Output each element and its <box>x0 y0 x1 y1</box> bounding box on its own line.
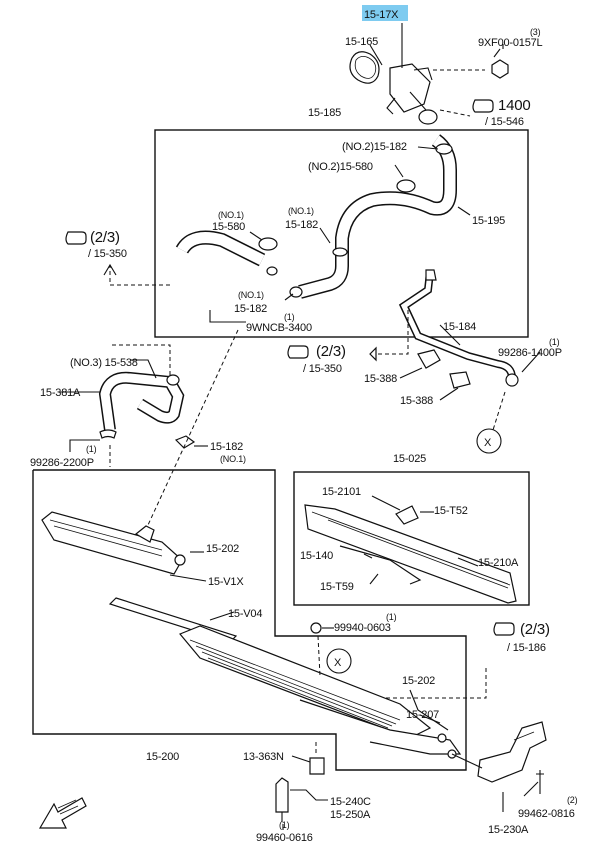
label-15-2101[interactable]: 15-2101 <box>322 486 361 498</box>
label-15-185[interactable]: 15-185 <box>308 107 341 119</box>
hand-pointer-icon <box>472 99 494 113</box>
overflow-hose <box>98 371 185 439</box>
label-15-182-a[interactable]: 15-182 <box>285 219 318 231</box>
fan-shroud-box <box>293 471 530 606</box>
label-15-195[interactable]: 15-195 <box>472 215 505 227</box>
label-no1-b: (NO.1) <box>288 206 314 216</box>
label-15-140[interactable]: 15-140 <box>300 550 333 562</box>
label-15-165[interactable]: 15-165 <box>345 36 378 48</box>
label-15-250a[interactable]: 15-250A <box>330 809 371 821</box>
qty-99460: (1) <box>279 820 290 830</box>
label-15-200[interactable]: 15-200 <box>146 751 179 763</box>
label-15-230a[interactable]: 15-230A <box>488 824 529 836</box>
qty-99940: (1) <box>386 612 397 622</box>
label-15-381a[interactable]: 15-381A <box>40 387 81 399</box>
label-15-v1x[interactable]: 15-V1X <box>208 576 245 588</box>
label-no1-d: (NO.1) <box>220 454 246 464</box>
fan-shroud <box>304 504 517 604</box>
label-no2-15-182[interactable]: (NO.2)15-182 <box>342 141 407 153</box>
label-15-025[interactable]: 15-025 <box>393 453 426 465</box>
label-15-184[interactable]: 15-184 <box>443 321 476 333</box>
label-15-v04[interactable]: 15-V04 <box>228 608 263 620</box>
ref-x-circle-top <box>476 428 502 454</box>
bracket-230a <box>477 721 547 794</box>
label-2-3-low[interactable]: (2/3) <box>520 621 550 638</box>
label-1400[interactable]: 1400 <box>498 97 531 114</box>
label-15-210a[interactable]: 15-210A <box>478 557 519 569</box>
front-arrow-icon <box>38 797 87 829</box>
radiator-tank <box>41 511 186 575</box>
hand-pointer-icon <box>287 345 309 359</box>
hand-pointer-icon <box>493 622 515 636</box>
label-15-207[interactable]: 15-207 <box>406 709 439 721</box>
label-15-350-top[interactable]: / 15-350 <box>88 248 127 260</box>
label-9wncb-3400[interactable]: 9WNCB-3400 <box>246 322 312 334</box>
label-15-388-b[interactable]: 15-388 <box>400 395 433 407</box>
label-15-240c[interactable]: 15-240C <box>330 796 371 808</box>
qty-99286-2200: (1) <box>86 444 97 454</box>
label-15-182-b[interactable]: 15-182 <box>234 303 267 315</box>
label-15-388-a[interactable]: 15-388 <box>364 373 397 385</box>
label-15-202-a[interactable]: 15-202 <box>206 543 239 555</box>
label-99940-0603[interactable]: 99940-0603 <box>334 622 391 634</box>
label-no3-15-538[interactable]: (NO.3) 15-538 <box>70 357 138 369</box>
label-15-186[interactable]: / 15-186 <box>507 642 546 654</box>
radiator-group-box <box>32 469 467 771</box>
bolt-part <box>310 622 322 634</box>
label-9xf00[interactable]: 9XF00-0157L <box>478 37 543 49</box>
label-99460-0616[interactable]: 99460-0616 <box>256 832 313 844</box>
label-15-t59[interactable]: 15-T59 <box>320 581 354 593</box>
label-15-17x[interactable]: 15-17X <box>364 9 399 21</box>
label-15-350-mid[interactable]: / 15-350 <box>303 363 342 375</box>
drain-plug <box>309 757 325 775</box>
label-no1-a: (NO.1) <box>218 210 244 220</box>
hand-pointer-icon <box>65 231 87 245</box>
hose-group-box <box>154 129 529 338</box>
label-no2-15-580[interactable]: (NO.2)15-580 <box>308 161 373 173</box>
label-99286-1400p[interactable]: 99286-1400P <box>498 347 562 359</box>
label-15-t52[interactable]: 15-T52 <box>434 505 468 517</box>
clip-part <box>174 435 196 449</box>
highlight-rect <box>362 5 408 21</box>
bolt-icon <box>491 48 509 79</box>
label-no1-c: (NO.1) <box>238 290 264 300</box>
qty-9xf00: (3) <box>530 27 541 37</box>
label-2-3-mid[interactable]: (2/3) <box>316 343 346 360</box>
bracket-240c <box>275 777 289 822</box>
label-x-low[interactable]: X <box>334 657 342 669</box>
label-13-363n[interactable]: 13-363N <box>243 751 284 763</box>
label-15-546[interactable]: / 15-546 <box>485 116 524 128</box>
qty-9wncb: (1) <box>284 312 295 322</box>
label-x-top[interactable]: X <box>484 437 492 449</box>
thermostat-housing <box>349 51 438 125</box>
label-15-202-b[interactable]: 15-202 <box>402 675 435 687</box>
qty-99286-1400: (1) <box>549 337 560 347</box>
label-15-182-c[interactable]: 15-182 <box>210 441 243 453</box>
label-99286-2200p[interactable]: 99286-2200P <box>30 457 94 469</box>
label-15-580[interactable]: 15-580 <box>212 221 245 233</box>
reserve-pipe <box>398 269 519 389</box>
qty-99462: (2) <box>567 795 578 805</box>
radiator-core <box>179 625 462 755</box>
radiator-hoses <box>175 134 457 299</box>
label-2-3-top[interactable]: (2/3) <box>90 229 120 246</box>
label-99462-0816[interactable]: 99462-0816 <box>518 808 575 820</box>
ref-x-circle-low <box>326 648 352 674</box>
